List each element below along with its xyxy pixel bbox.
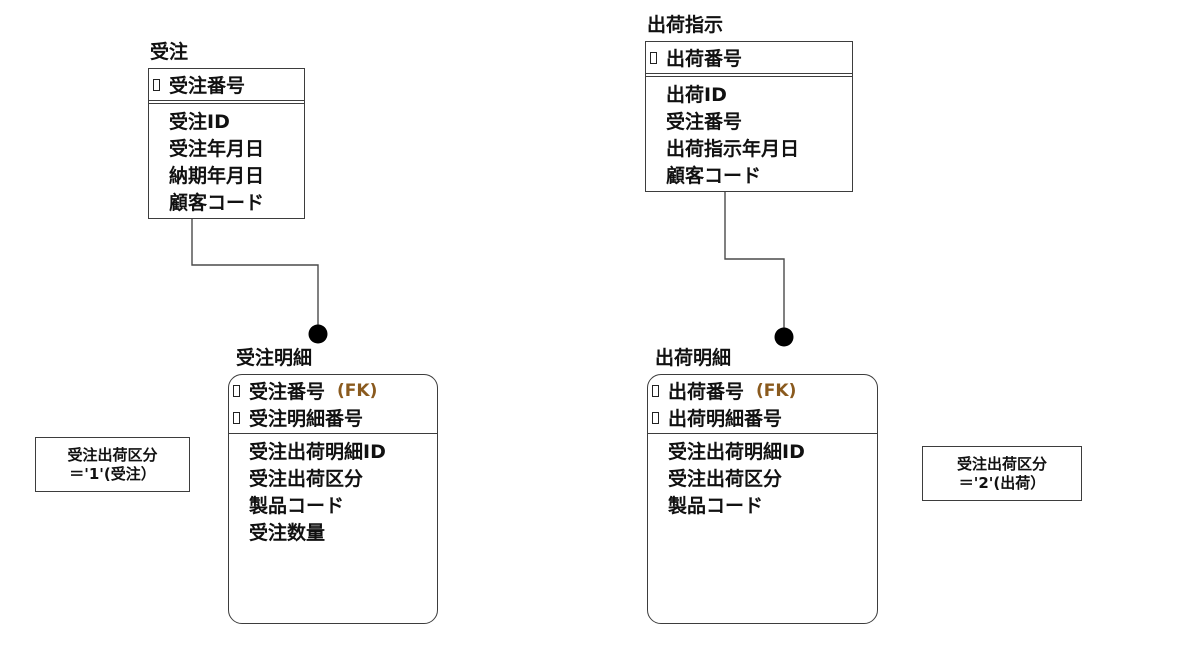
attribute-name: 受注出荷区分 [668,468,783,490]
note-line: 受注出荷区分 [67,445,158,464]
relationship-dot-icon [308,324,328,344]
key-section: 出荷番号 [646,42,852,74]
key-row: 出荷番号 (FK) [652,377,871,404]
attribute-row: 受注出荷明細ID [233,437,431,464]
attribute-name: 受注出荷明細ID [249,441,386,463]
attribute-name: 出荷番号 [666,48,743,70]
key-icon [650,51,657,64]
attribute-row: 受注出荷明細ID [652,437,871,464]
attribute-name: 製品コード [249,495,345,517]
attribute-name: 顧客コード [169,192,265,214]
attribute-row: 受注番号 [650,107,846,134]
fk-label: (FK) [337,380,378,401]
relationship-dot-icon [774,327,794,347]
key-icon [233,384,240,397]
attribute-row: 出荷指示年月日 [650,134,846,161]
attribute-row: 製品コード [233,491,431,518]
note-line: ＝'2'(出荷） [958,473,1046,492]
attribute-name: 受注年月日 [169,138,265,160]
entity-box: 受注番号 (FK) 受注明細番号 受注出荷明細ID 受注出荷区分 製品コード 受… [228,374,438,624]
entity-box: 受注番号 受注ID 受注年月日 納期年月日 顧客コード [148,68,305,219]
attribute-name: 受注出荷明細ID [668,441,805,463]
entity-shipping-detail: 出荷明細 出荷番号 (FK) 出荷明細番号 受注出荷明細ID 受注出荷区分 製品… [647,346,878,624]
note-shipping-constraint: 受注出荷区分 ＝'2'(出荷） [922,446,1082,501]
note-line: 受注出荷区分 [956,454,1047,473]
attribute-name: 出荷ID [666,84,727,106]
key-icon [153,78,160,91]
attribute-section: 受注ID 受注年月日 納期年月日 顧客コード [149,103,304,218]
attribute-row: 受注出荷区分 [233,464,431,491]
attribute-name: 受注番号 [169,75,246,97]
note-line: ＝'1'(受注） [69,464,156,483]
attribute-section: 受注出荷明細ID 受注出荷区分 製品コード [648,434,877,521]
attribute-row: 受注数量 [233,518,431,545]
attribute-name: 受注番号 [666,111,743,133]
attribute-row: 受注ID [153,107,298,134]
attribute-name: 受注出荷区分 [249,468,364,490]
entity-box: 出荷番号 (FK) 出荷明細番号 受注出荷明細ID 受注出荷区分 製品コード [647,374,878,624]
attribute-name: 出荷番号 [668,381,745,403]
attribute-row: 製品コード [652,491,871,518]
entity-box: 出荷番号 出荷ID 受注番号 出荷指示年月日 顧客コード [645,41,853,192]
key-row: 受注番号 [153,71,298,98]
entity-title: 出荷明細 [655,347,732,369]
key-icon [652,411,659,424]
attribute-name: 出荷指示年月日 [666,138,800,160]
entity-shipping-instruction: 出荷指示 出荷番号 出荷ID 受注番号 出荷指示年月日 顧客コード [645,13,853,192]
entity-order: 受注 受注番号 受注ID 受注年月日 納期年月日 顧客コード [148,40,305,219]
key-section: 受注番号 [149,69,304,101]
connector-shipinstr-to-ship-detail [724,186,785,329]
attribute-section: 出荷ID 受注番号 出荷指示年月日 顧客コード [646,76,852,191]
attribute-name: 受注明細番号 [249,408,364,430]
attribute-row: 出荷ID [650,80,846,107]
key-icon [233,411,240,424]
entity-title: 受注明細 [236,347,313,369]
key-section: 出荷番号 (FK) 出荷明細番号 [648,375,877,434]
entity-order-detail: 受注明細 受注番号 (FK) 受注明細番号 受注出荷明細ID 受注出荷区分 製品… [228,346,438,624]
note-order-constraint: 受注出荷区分 ＝'1'(受注） [35,437,190,492]
attribute-name: 顧客コード [666,165,762,187]
key-section: 受注番号 (FK) 受注明細番号 [229,375,437,434]
attribute-row: 納期年月日 [153,161,298,188]
key-icon [652,384,659,397]
key-row: 出荷番号 [650,44,846,71]
entity-title: 受注 [150,41,189,63]
attribute-section: 受注出荷明細ID 受注出荷区分 製品コード 受注数量 [229,434,437,548]
attribute-name: 受注数量 [249,522,326,544]
attribute-name: 出荷明細番号 [668,408,783,430]
attribute-row: 顧客コード [650,161,846,188]
attribute-row: 顧客コード [153,188,298,215]
key-row: 受注番号 (FK) [233,377,431,404]
key-row: 受注明細番号 [233,404,431,431]
connector-order-to-order-detail [191,214,319,326]
attribute-name: 受注ID [169,111,230,133]
entity-title: 出荷指示 [647,14,724,36]
attribute-row: 受注出荷区分 [652,464,871,491]
attribute-row: 受注年月日 [153,134,298,161]
attribute-name: 受注番号 [249,381,326,403]
fk-label: (FK) [756,380,797,401]
attribute-name: 納期年月日 [169,165,265,187]
key-row: 出荷明細番号 [652,404,871,431]
attribute-name: 製品コード [668,495,764,517]
